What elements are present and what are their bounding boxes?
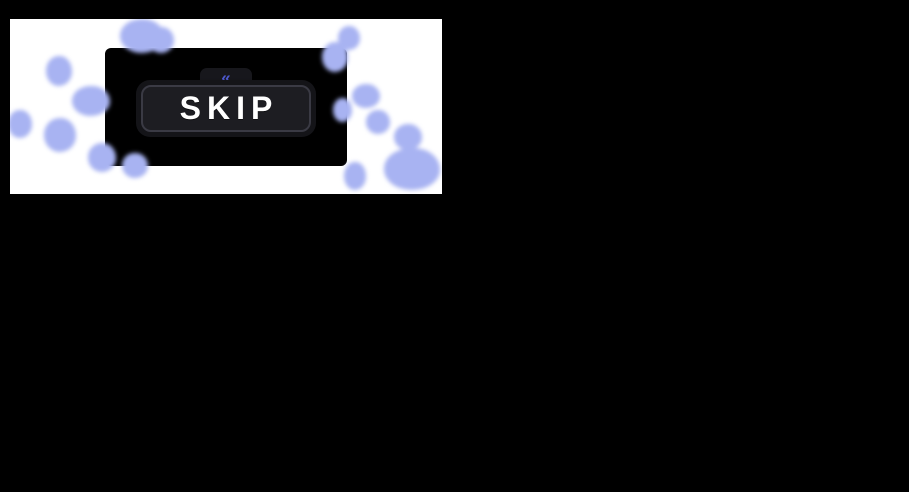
paint-blob: [352, 84, 380, 108]
skip-button[interactable]: SKIP: [136, 80, 316, 137]
paint-blob: [344, 162, 366, 190]
ad-overlay-panel: « SKIP: [10, 19, 442, 194]
paint-blob: [394, 124, 422, 150]
paint-blob: [338, 26, 360, 50]
paint-blob: [366, 110, 390, 134]
skip-button-inner: SKIP: [141, 85, 311, 132]
double-chevron-left-icon: «: [221, 68, 231, 87]
paint-blob: [44, 118, 76, 152]
skip-button-label: SKIP: [179, 90, 279, 126]
paint-blob: [384, 148, 440, 190]
paint-blob: [10, 110, 32, 138]
paint-blob: [46, 56, 72, 86]
